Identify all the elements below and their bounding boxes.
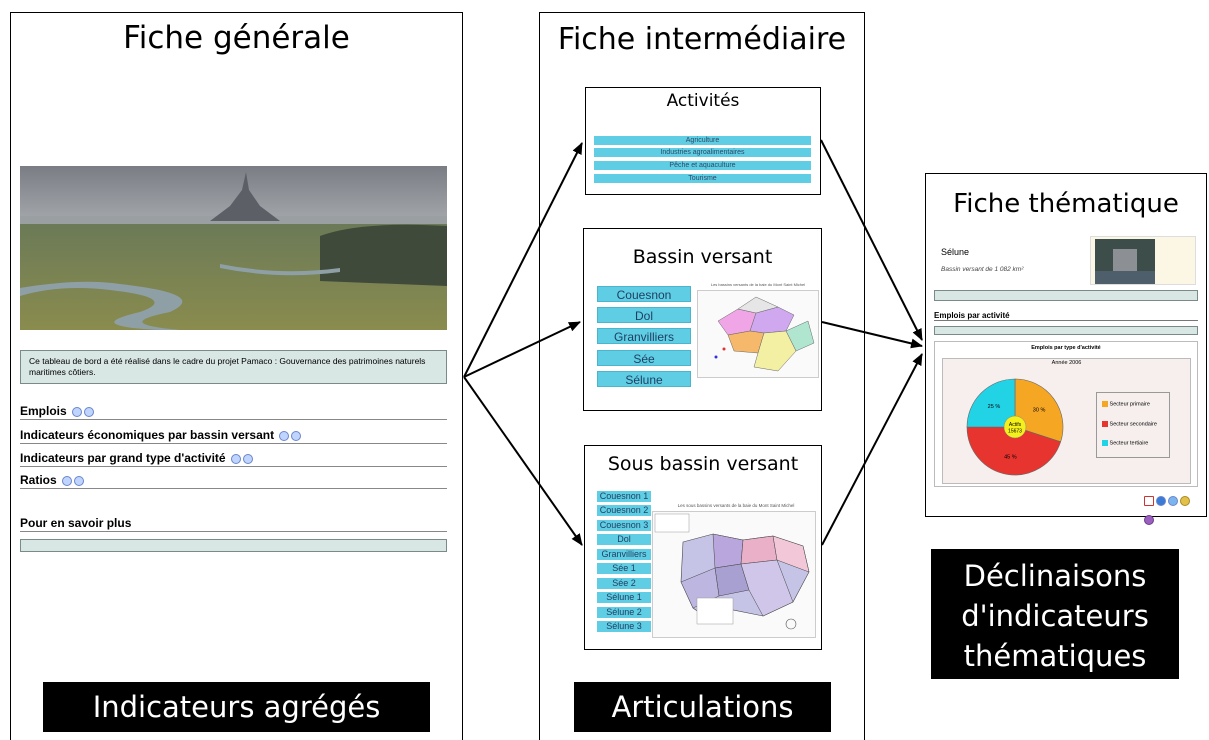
thematic-place: Sélune (941, 247, 970, 257)
collapse-icon[interactable] (84, 406, 95, 417)
calendar-icon (1144, 495, 1154, 506)
thematic-bar (934, 290, 1198, 301)
arrow-to-subbasin (463, 376, 583, 546)
general-caption: Indicateurs agrégés (43, 682, 430, 732)
subbasin-button[interactable]: Dol (597, 534, 651, 545)
arrow-to-basin (463, 321, 581, 378)
expand-icon[interactable] (62, 475, 73, 486)
activity-button[interactable]: Tourisme (594, 174, 811, 183)
collapse-icon[interactable] (291, 430, 302, 441)
globe-icon (1156, 495, 1166, 506)
collapse-icon[interactable] (74, 475, 85, 486)
subbasin-title: Sous bassin versant (607, 453, 799, 475)
intermediate-caption: Articulations (574, 682, 831, 732)
pie-slice (966, 426, 1062, 476)
collapse-icon[interactable] (242, 453, 253, 464)
thematic-photo (1090, 236, 1196, 285)
activity-button[interactable]: Agriculture (594, 136, 811, 145)
subbasin-button[interactable]: Sélune 2 (597, 607, 651, 618)
thematic-title: Fiche thématique (953, 189, 1179, 219)
basin-map (697, 290, 819, 378)
basin-button[interactable]: Sélune (597, 371, 691, 387)
menu-item-indicateurs-bassin[interactable]: Indicateurs économiques par bassin versa… (20, 428, 447, 444)
basin-button[interactable]: Couesnon (597, 286, 691, 302)
menu-label: Indicateurs économiques par bassin versa… (20, 428, 275, 442)
intro-box: Ce tableau de bord a été réalisé dans le… (20, 350, 447, 384)
caption-line: thématiques (963, 639, 1147, 673)
basin-button[interactable]: Sée (597, 350, 691, 366)
legend-item: Secteur secondaire (1102, 421, 1157, 427)
subbasin-button[interactable]: Couesnon 2 (597, 505, 651, 516)
thematic-caption: Déclinaisons d'indicateurs thématiques (931, 549, 1179, 679)
pie-center-label: Actifs (1009, 422, 1022, 428)
mont-saint-michel-photo (20, 166, 447, 330)
menu-item-emplois[interactable]: Emplois (20, 404, 447, 420)
chart-title: Emplois par type d'activité (1031, 345, 1101, 351)
legend-item: Secteur tertiaire (1102, 440, 1148, 446)
subbasin-button[interactable]: Couesnon 1 (597, 491, 651, 502)
activities-title: Activités (666, 91, 740, 111)
activity-button[interactable]: Pêche et aquaculture (594, 161, 811, 170)
menu-label: Indicateurs par grand type d'activité (20, 451, 226, 465)
menu-item-ratios[interactable]: Ratios (20, 473, 447, 489)
expand-icon[interactable] (230, 453, 241, 464)
basin-button[interactable]: Dol (597, 307, 691, 323)
legend-item: Secteur primaire (1102, 401, 1150, 407)
caption-line: Déclinaisons (963, 559, 1147, 593)
basin-title: Bassin versant (632, 246, 773, 268)
pie-label: 45 % (1004, 454, 1017, 460)
intermediate-title: Fiche intermédiaire (557, 22, 847, 57)
subbasin-button[interactable]: Sée 1 (597, 563, 651, 574)
general-title: Fiche générale (123, 20, 350, 56)
more-info-bar (20, 539, 447, 552)
more-info-heading[interactable]: Pour en savoir plus (20, 516, 447, 532)
pie-center (1003, 415, 1027, 439)
subbasin-button[interactable]: Sélune 1 (597, 592, 651, 603)
subbasin-button[interactable]: Granvilliers (597, 549, 651, 560)
thematic-section-heading[interactable]: Emplois par activité (934, 311, 1198, 321)
expand-icon[interactable] (279, 430, 290, 441)
pie-label: 30 % (1033, 408, 1046, 414)
caption-line: d'indicateurs (961, 599, 1149, 633)
export-icons[interactable] (1142, 490, 1198, 525)
intro-text: Ce tableau de bord a été réalisé dans le… (29, 356, 426, 377)
subbasin-map-title: Les sous bassins versants de la baie du … (677, 503, 795, 508)
arrow-activities-to-thematic (820, 139, 923, 341)
arrow-basin-to-thematic (821, 321, 923, 349)
more-info-label: Pour en savoir plus (20, 516, 132, 530)
basin-map-title: Les bassins versants de la baie du Mont … (710, 282, 806, 287)
settings-icon (1180, 495, 1190, 506)
chart-year: Année 2006 (1051, 360, 1082, 366)
menu-item-indicateurs-activite[interactable]: Indicateurs par grand type d'activité (20, 451, 447, 467)
help-icon (1168, 495, 1178, 506)
arrow-to-activities (463, 142, 583, 378)
basin-button[interactable]: Granvilliers (597, 328, 691, 344)
subbasin-button[interactable]: Sée 2 (597, 578, 651, 589)
expand-icon[interactable] (72, 406, 83, 417)
pie-slice (966, 378, 1016, 428)
activity-button[interactable]: Industries agroalimentaires (594, 148, 811, 157)
subbasin-map (652, 511, 816, 638)
menu-label: Ratios (20, 473, 57, 487)
subbasin-button[interactable]: Couesnon 3 (597, 520, 651, 531)
thematic-bar-2 (934, 326, 1198, 335)
menu-label: Emplois (20, 404, 67, 418)
chart-legend (1096, 392, 1170, 458)
pie-center-label: 15673 (1008, 429, 1022, 435)
arrow-subbasin-to-thematic (821, 353, 923, 546)
pie-slice (1014, 378, 1064, 443)
subbasin-button[interactable]: Sélune 3 (597, 621, 651, 632)
people-icon (1144, 514, 1154, 525)
pie-label: 25 % (988, 404, 1001, 410)
thematic-subtitle: Bassin versant de 1 082 km² (941, 266, 1024, 273)
